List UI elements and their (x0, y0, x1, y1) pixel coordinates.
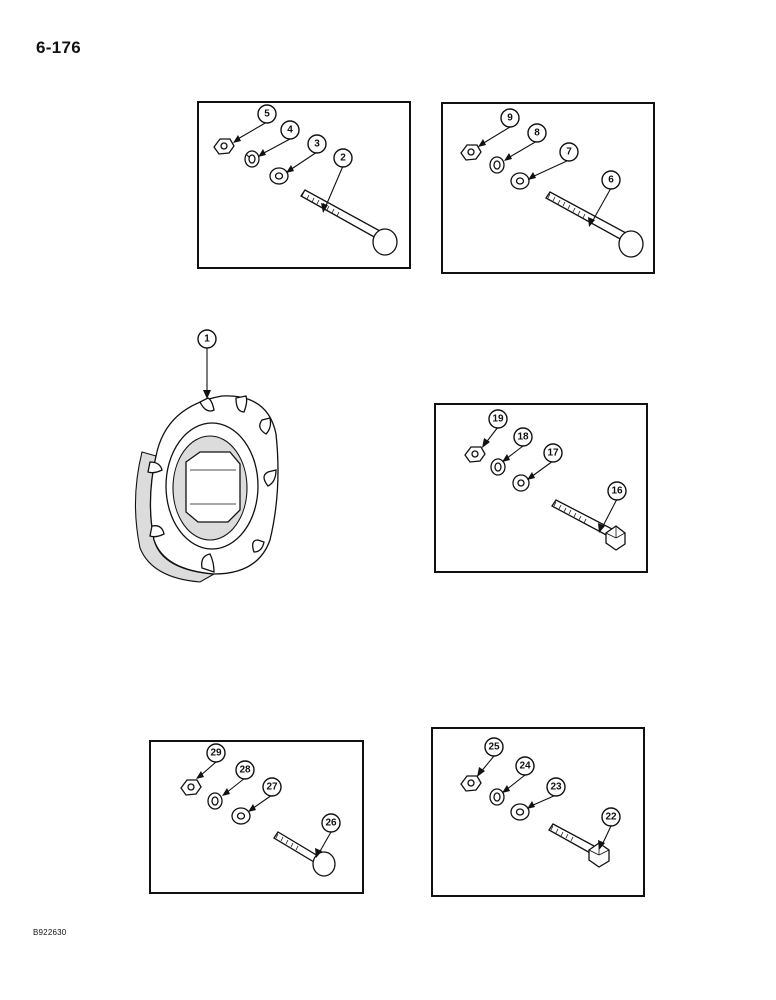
svg-text:7: 7 (566, 147, 572, 158)
callout-1: 1 (197, 329, 217, 349)
hex-nut (464, 446, 486, 463)
callout-7: 7 (559, 142, 579, 162)
svg-text:29: 29 (210, 748, 222, 759)
callout-16: 16 (607, 481, 627, 501)
svg-text:17: 17 (547, 448, 559, 459)
svg-text:2: 2 (340, 153, 346, 164)
callout-19: 19 (488, 409, 508, 429)
flat-washer (231, 807, 251, 825)
callout-17: 17 (543, 443, 563, 463)
panel-c-hardware (464, 446, 626, 551)
page-number: 6-176 (36, 38, 81, 57)
hex-nut (460, 144, 482, 161)
svg-text:22: 22 (605, 812, 617, 823)
callout-18: 18 (513, 427, 533, 447)
callout-4: 4 (280, 120, 300, 140)
callout-2: 2 (333, 148, 353, 168)
svg-text:16: 16 (611, 486, 623, 497)
svg-text:23: 23 (550, 782, 562, 793)
svg-text:27: 27 (266, 782, 278, 793)
svg-text:3: 3 (314, 139, 320, 150)
callout-29: 29 (206, 743, 226, 763)
panel-b-hardware (460, 144, 644, 258)
callout-26: 26 (321, 813, 341, 833)
svg-text:28: 28 (239, 765, 251, 776)
hex-bolt (548, 823, 610, 868)
svg-text:19: 19 (492, 414, 504, 425)
svg-text:5: 5 (264, 109, 270, 120)
svg-text:6: 6 (608, 175, 614, 186)
callout-5: 5 (257, 104, 277, 124)
hex-nut (213, 138, 235, 155)
flat-washer (269, 167, 289, 185)
callout-23: 23 (546, 777, 566, 797)
callout-3: 3 (307, 134, 327, 154)
carriage-bolt (545, 191, 644, 258)
callout-27: 27 (262, 777, 282, 797)
carriage-bolt (300, 189, 398, 256)
callout-28: 28 (235, 760, 255, 780)
svg-text:24: 24 (519, 761, 531, 772)
callout-24: 24 (515, 756, 535, 776)
panel-a-hardware (213, 138, 398, 256)
flat-washer (510, 803, 530, 821)
lock-washer (489, 156, 505, 174)
svg-text:4: 4 (287, 125, 293, 136)
callout-6: 6 (601, 170, 621, 190)
hex-nut (460, 775, 482, 792)
panel-d-hardware (180, 779, 336, 877)
hex-nut (180, 779, 202, 796)
callout-8: 8 (527, 123, 547, 143)
illustration-reference-code: B922630 (33, 928, 67, 937)
svg-text:1: 1 (204, 334, 210, 345)
svg-text:25: 25 (488, 742, 500, 753)
flat-washer (510, 172, 530, 190)
callout-9: 9 (500, 108, 520, 128)
callout-25: 25 (484, 737, 504, 757)
hex-bolt (551, 499, 626, 551)
panel-e-hardware (460, 775, 610, 868)
svg-text:9: 9 (507, 113, 513, 124)
lock-washer (490, 458, 506, 476)
svg-text:18: 18 (517, 432, 529, 443)
callout-22: 22 (601, 807, 621, 827)
svg-text:8: 8 (534, 128, 540, 139)
flat-washer (512, 474, 530, 492)
callout-leaders (196, 121, 618, 858)
lock-washer (207, 792, 223, 810)
lock-washer (244, 150, 260, 168)
lock-washer (489, 788, 505, 806)
svg-text:26: 26 (325, 818, 337, 829)
wheel-weight (134, 395, 279, 583)
carriage-bolt (273, 831, 336, 877)
